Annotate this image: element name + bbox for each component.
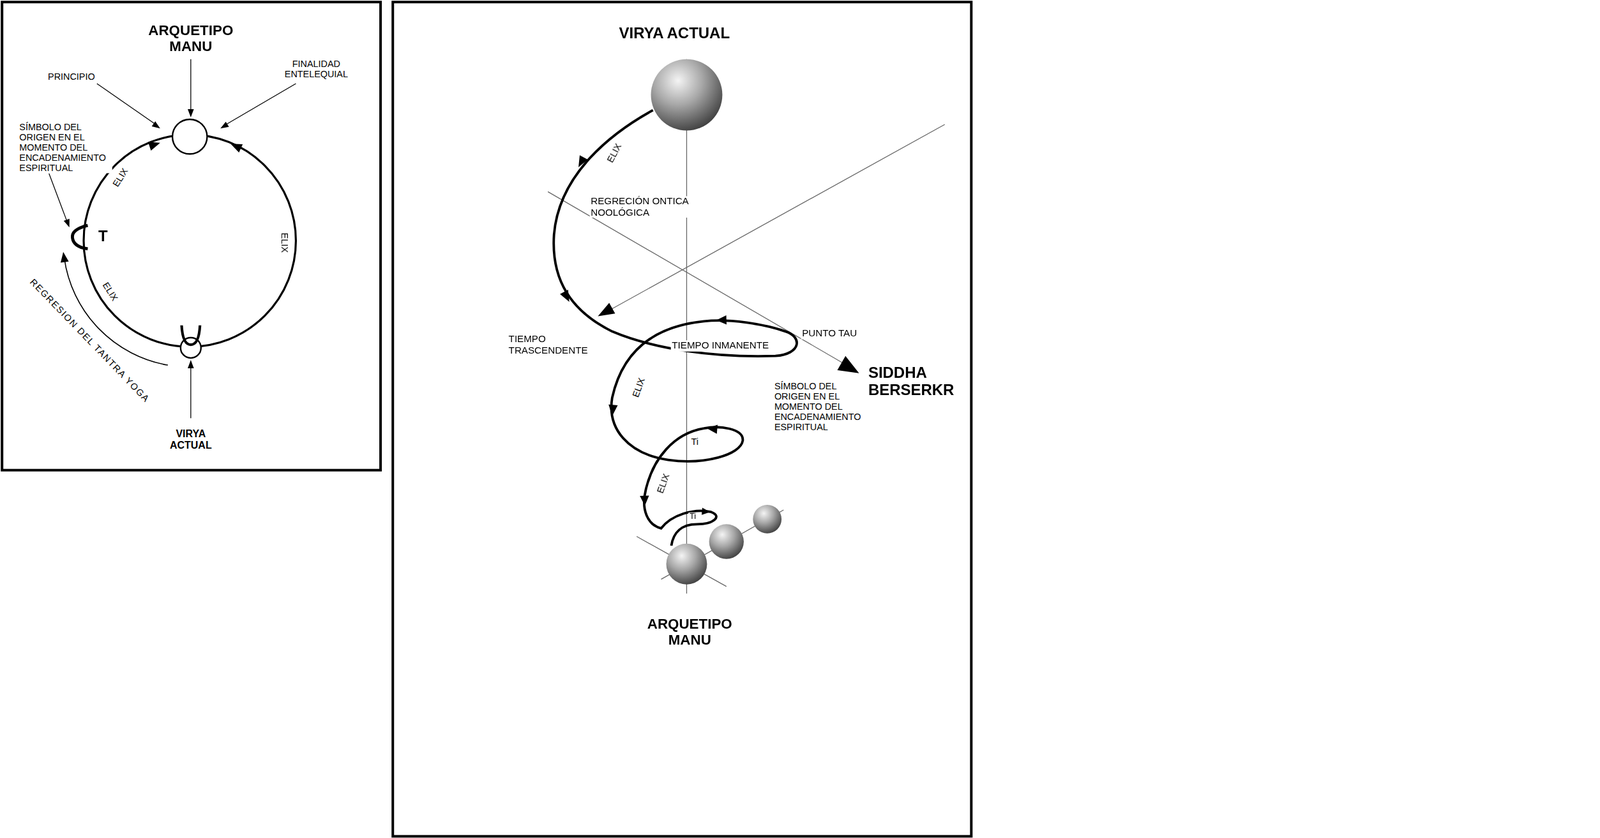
label-text: SÍMBOLO DEL ORIGEN EN EL MOMENTO DEL ENC…: [773, 381, 868, 433]
cup-symbol: [181, 325, 200, 345]
arrowhead: [837, 356, 863, 381]
arrowhead: [59, 251, 69, 264]
label-text: VIRYA ACTUAL: [618, 24, 732, 43]
right-arrowheads: [559, 155, 864, 516]
label-text: REGRECIÓN ONTICA NOOLÓGICA: [589, 196, 711, 218]
leader-line: [190, 365, 191, 419]
label-text: SIDDHA BERSERKR: [867, 364, 970, 400]
arrowhead: [607, 404, 619, 417]
arrowhead: [595, 303, 616, 322]
arrowhead: [187, 360, 195, 369]
label-text: SÍMBOLO DEL ORIGEN EN EL MOMENTO DEL ENC…: [18, 121, 113, 174]
sphere: [709, 524, 744, 559]
label-text: ELIX: [604, 141, 624, 166]
label-text: REGRESION DEL TANTRA YOGA: [27, 276, 153, 406]
label-text: ELIX: [110, 165, 131, 190]
arrowhead: [148, 138, 162, 151]
label-text: ELIX: [279, 231, 290, 254]
elix-spiral: [553, 110, 797, 546]
panel-frame: [392, 1, 972, 837]
label-text: PRINCIPIO: [46, 71, 96, 82]
arrowhead: [701, 508, 711, 516]
label-text: FINALIDAD ENTELEQUIAL: [275, 59, 357, 80]
sphere: [665, 543, 707, 585]
left-panel: [1, 1, 381, 470]
label-text: Ti: [690, 436, 700, 447]
label-text: ELIX: [654, 471, 672, 497]
label-text: TIEMPO INMANENTE: [671, 340, 770, 352]
right-panel: [392, 1, 972, 837]
elix-circle: [83, 134, 296, 347]
label-text: T: [97, 227, 109, 246]
arrowhead: [228, 139, 243, 153]
label-text: TIEMPO TRASCENDENTE: [507, 333, 605, 356]
arrowhead: [218, 121, 230, 132]
label-text: ELIX: [100, 279, 121, 304]
spheres: [651, 59, 783, 585]
arrowhead: [187, 109, 195, 118]
leader-line: [49, 173, 68, 223]
label-text: PUNTO TAU: [801, 328, 859, 340]
arrowhead: [63, 218, 73, 229]
label-text: ELIX: [630, 375, 648, 400]
arrowhead: [559, 289, 574, 304]
regression-arc: [64, 257, 168, 366]
origin-symbol: [72, 225, 88, 250]
panel-frame: [1, 1, 381, 470]
arrowhead: [716, 315, 727, 325]
arrowhead: [574, 155, 589, 170]
label-text: Ti: [688, 512, 697, 522]
label-text: ARQUETIPO MANU: [134, 22, 248, 55]
arrowhead: [639, 495, 650, 506]
leader-line: [224, 83, 297, 126]
sphere: [651, 59, 723, 131]
label-text: VIRYA ACTUAL: [160, 428, 222, 452]
sphere: [752, 505, 782, 534]
label-text: ARQUETIPO MANU: [633, 616, 746, 649]
leader-line: [190, 59, 191, 113]
manu-circle: [172, 119, 207, 154]
axis-line: [605, 124, 945, 313]
arrowhead: [706, 423, 718, 435]
leader-line: [97, 83, 158, 126]
arrowhead: [151, 121, 163, 131]
